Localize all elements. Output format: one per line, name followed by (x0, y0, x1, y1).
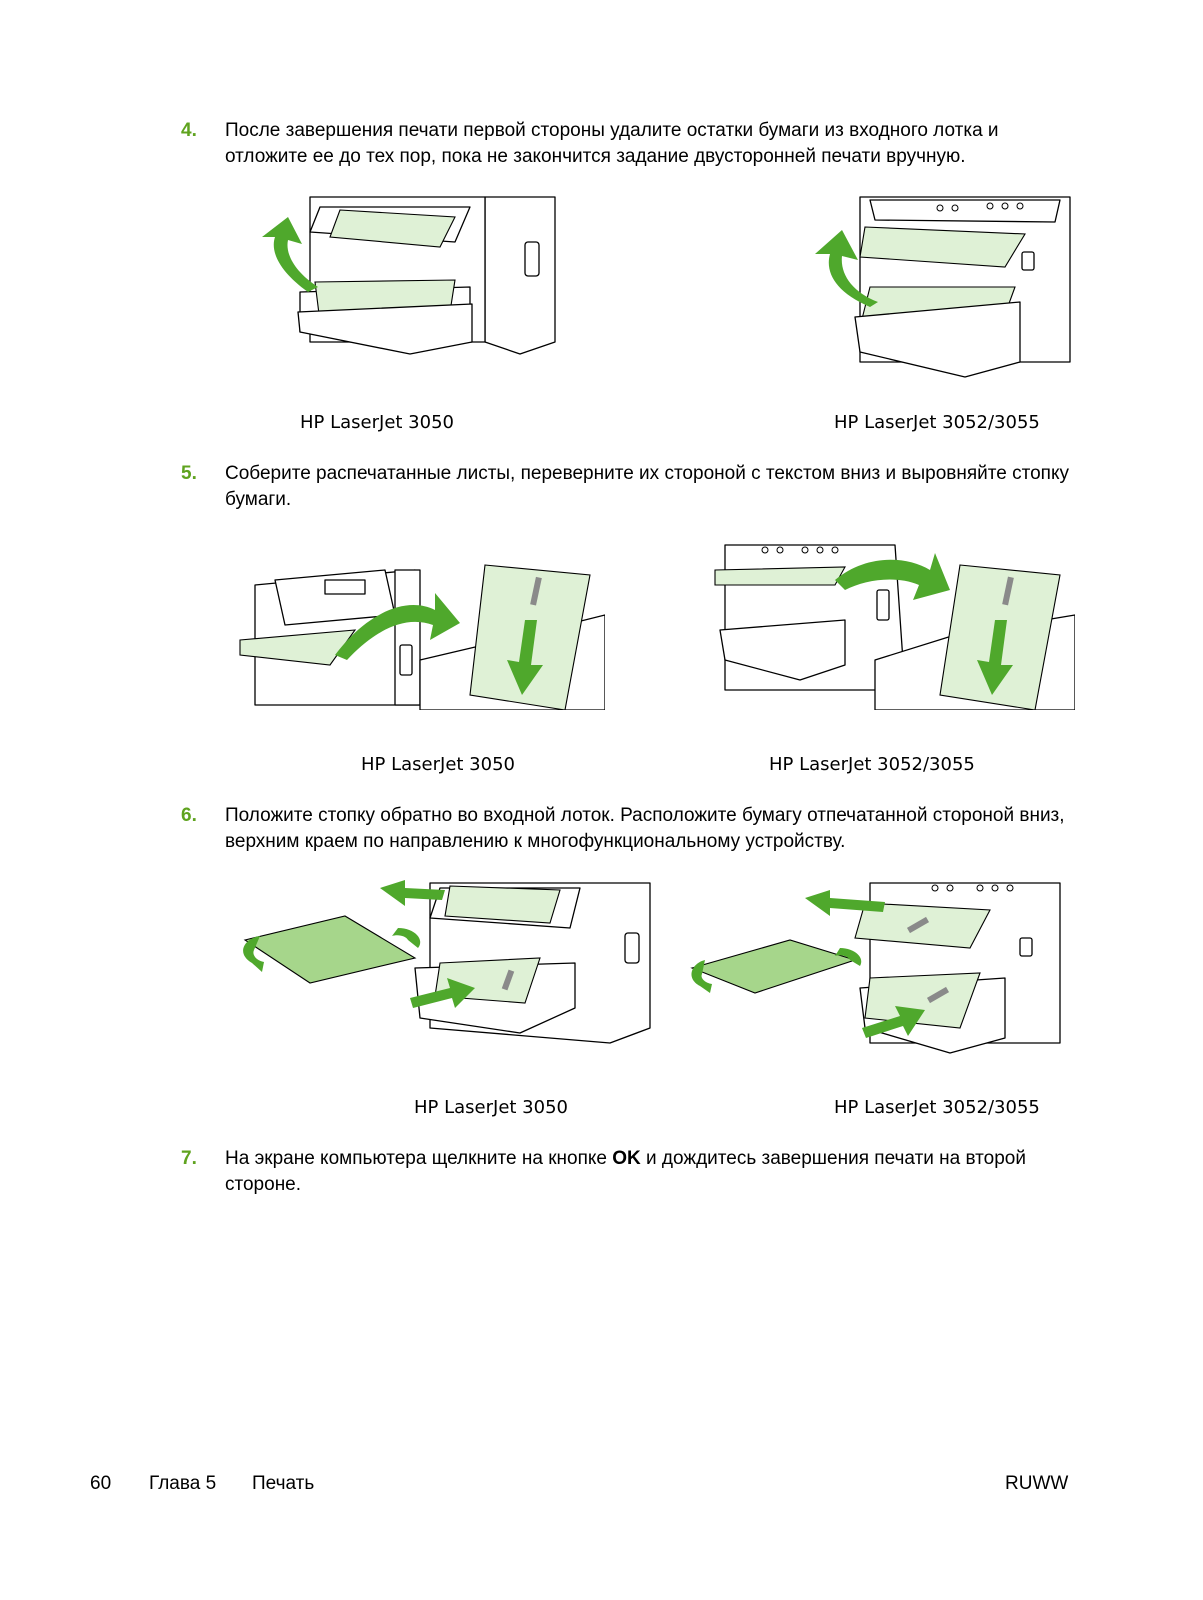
step-text: Соберите распечатанные листы, перевернит… (225, 463, 1069, 510)
step-number: 6. (181, 805, 197, 826)
figure-3050-remove-paper (240, 192, 560, 362)
figure-3052-remove-paper (790, 192, 1080, 382)
figure-3052-reload-paper (680, 878, 1080, 1063)
page-number: 60 (90, 1473, 112, 1494)
step-text-part: На экране компьютера щелкните на кнопке (225, 1148, 613, 1169)
caption: HP LaserJet 3052/3055 (834, 412, 1040, 433)
step-number: 4. (181, 120, 197, 141)
figure-3050-reload-paper (230, 878, 660, 1053)
step-text: Положите стопку обратно во входной лоток… (225, 805, 1065, 852)
section-label: Печать (252, 1473, 315, 1494)
ok-button-label: OK (612, 1148, 641, 1169)
chapter-label: Глава 5 (149, 1473, 217, 1494)
caption: HP LaserJet 3050 (300, 412, 454, 433)
step-text: После завершения печати первой стороны у… (225, 120, 999, 167)
caption: HP LaserJet 3050 (361, 754, 515, 775)
caption: HP LaserJet 3052/3055 (769, 754, 975, 775)
caption: HP LaserJet 3050 (414, 1097, 568, 1118)
step-number: 5. (181, 463, 197, 484)
caption: HP LaserJet 3052/3055 (834, 1097, 1040, 1118)
locale-code: RUWW (1005, 1473, 1069, 1494)
step-text: На экране компьютера щелкните на кнопке … (225, 1146, 1085, 1198)
figure-3052-flip-stack (705, 535, 1075, 710)
step-text-part: и дождитесь завершения печати на второй … (225, 1148, 1026, 1195)
figure-3050-flip-stack (235, 535, 605, 710)
step-number: 7. (181, 1148, 197, 1169)
